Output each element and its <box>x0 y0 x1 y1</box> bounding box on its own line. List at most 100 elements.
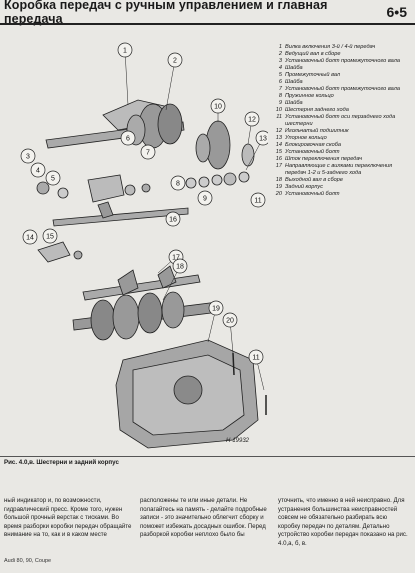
callout-label: 16 <box>169 217 177 224</box>
part-description: Шайба <box>285 65 303 71</box>
callout-label: 10 <box>214 104 222 111</box>
callout-8 <box>170 175 186 191</box>
callout-label: 11 <box>254 198 261 205</box>
layshaft-part <box>87 174 125 203</box>
part-number: 20 <box>275 191 282 197</box>
part-description: Ведущий вал в сборе <box>285 51 341 57</box>
layshaft-bolt-part <box>36 181 50 195</box>
callout-label: 8 <box>176 181 180 188</box>
lock-bracket-part <box>37 241 71 263</box>
callout-5 <box>45 170 61 186</box>
callout-label: 14 <box>26 235 34 242</box>
callout-13 <box>255 130 268 146</box>
callout-18 <box>172 258 188 274</box>
callout-label: 1 <box>123 48 127 55</box>
header-rule <box>0 23 415 25</box>
part-number: 11 <box>276 114 282 120</box>
page-header: Коробка передач с ручным управлением и г… <box>0 0 415 26</box>
part-number: 7 <box>278 86 282 92</box>
part-description: Задний корпус <box>285 184 324 190</box>
part-description: Установочный болт <box>285 191 340 197</box>
part-description: Блокировочная скоба <box>285 142 341 148</box>
part-description: Установочный болт <box>285 149 340 155</box>
body-column-3: уточнить, что именно в ней неисправно. Д… <box>278 497 408 547</box>
callout-label: 5 <box>51 176 55 183</box>
page-number: 6•5 <box>386 4 407 20</box>
needle-bearing-part <box>241 143 255 167</box>
callout-12 <box>244 111 260 127</box>
page-title: Коробка передач с ручным управлением и г… <box>4 0 328 26</box>
part-description: Промежуточный вал <box>285 72 341 78</box>
callout-label: 12 <box>248 117 256 124</box>
callout-label: 13 <box>259 136 267 143</box>
part-number: 6 <box>278 79 282 85</box>
callout-label: 18 <box>176 264 184 271</box>
callout-15 <box>42 228 58 244</box>
part-description: Направляющие с вилками переключения пере… <box>285 163 393 176</box>
part-description: Шток переключения передач <box>285 156 363 162</box>
figure-code: H-19932 <box>226 438 250 444</box>
part-number: 9 <box>278 100 282 106</box>
callout-label: 6 <box>126 136 130 143</box>
part-number: 10 <box>275 107 282 113</box>
part-number: 4 <box>278 65 282 71</box>
part-description: Выходной вал в сборе <box>285 177 343 183</box>
part-description: Шестерня заднего хода <box>285 107 349 113</box>
callout-label: 15 <box>46 234 54 241</box>
shift-rails-part <box>82 274 201 301</box>
callout-label: 19 <box>212 306 220 313</box>
callout-label: 3 <box>26 154 30 161</box>
part-description: Вилка включения 3-й / 4-й передач <box>285 44 376 50</box>
part-description: Шайба <box>285 79 303 85</box>
part-number: 16 <box>275 156 282 162</box>
selector-rod-part <box>52 207 189 227</box>
part-number: 15 <box>275 149 282 155</box>
part-number: 12 <box>275 128 282 134</box>
callout-2 <box>167 52 183 68</box>
part-description: Игольчатый подшипник <box>285 128 349 134</box>
callout-label: 7 <box>146 150 150 157</box>
callout-1 <box>117 42 133 58</box>
callout-11b <box>248 349 264 365</box>
part-number: 8 <box>278 93 282 99</box>
callout-10 <box>210 98 226 114</box>
part-number: 17 <box>275 163 282 169</box>
callout-label: 11 <box>252 355 259 362</box>
body-column-1: ный индикатор и, по возможности, гидравл… <box>4 497 132 539</box>
callout-6 <box>120 130 136 146</box>
part-number: 13 <box>275 135 282 141</box>
callout-11 <box>250 192 266 208</box>
part-description: Упорное кольцо <box>285 135 327 141</box>
callout-7 <box>140 144 156 160</box>
part-number: 5 <box>278 72 282 78</box>
part-description: Установочный болт оси перзаднего хода ше… <box>285 114 396 127</box>
part-number: 18 <box>275 177 282 183</box>
part-number: 3 <box>278 58 282 64</box>
callout-label: 4 <box>36 168 40 175</box>
callout-16 <box>165 211 181 227</box>
callout-14 <box>22 229 38 245</box>
callout-3 <box>20 148 36 164</box>
caption-rule <box>0 456 415 457</box>
callout-20 <box>222 312 238 328</box>
part-description: Шайба <box>285 100 303 106</box>
figure-caption: Рис. 4.0,в. Шестерни и задний корпус <box>4 459 119 466</box>
part-description: Пружинное кольцо <box>285 93 334 99</box>
